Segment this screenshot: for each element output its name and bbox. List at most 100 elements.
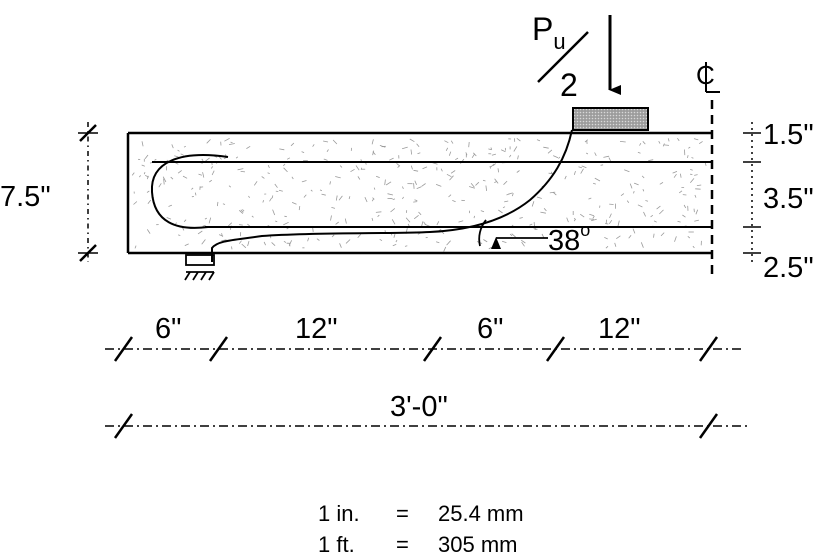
speckle-mark — [218, 234, 224, 237]
speckle-mark — [674, 236, 677, 242]
speckle-mark — [263, 241, 266, 246]
speckle-mark — [517, 155, 519, 160]
speckle-mark — [521, 241, 525, 247]
speckle-mark — [416, 143, 420, 148]
speckle-mark — [653, 220, 657, 223]
bottom-cover-label: 2.5" — [763, 252, 814, 284]
speckle-mark — [379, 145, 386, 148]
speckle-mark — [379, 238, 383, 242]
speckle-mark — [553, 240, 560, 242]
speckle-mark — [301, 180, 307, 183]
speckle-mark — [643, 211, 646, 217]
speckle-mark — [417, 152, 421, 155]
speckle-mark — [228, 143, 235, 145]
speckle-mark — [141, 164, 145, 167]
speckle-mark — [413, 169, 419, 172]
speckle-mark — [316, 238, 320, 241]
speckle-mark — [639, 142, 642, 146]
speckle-mark — [672, 171, 678, 174]
speckle-mark — [372, 150, 375, 156]
speckle-mark — [594, 177, 601, 182]
speckle-mark — [470, 182, 475, 188]
speckle-mark — [330, 215, 332, 221]
span-label-2: 12" — [295, 313, 338, 345]
speckle-mark — [208, 217, 212, 224]
speckle-mark — [240, 171, 246, 173]
speckle-mark — [339, 165, 343, 168]
speckle-mark — [594, 152, 597, 156]
speckle-mark — [284, 215, 287, 218]
speckle-mark — [339, 243, 342, 248]
speckle-mark — [272, 209, 276, 216]
speckle-mark — [180, 153, 184, 156]
speckle-mark — [413, 201, 418, 203]
speckle-mark — [202, 224, 206, 227]
speckle-mark — [637, 204, 643, 208]
speckle-mark — [141, 141, 144, 147]
speckle-mark — [404, 245, 408, 247]
speckle-mark — [619, 141, 626, 143]
speckle-mark — [298, 206, 301, 211]
speckle-mark — [371, 217, 374, 221]
bar-spacing-label: 3.5" — [763, 183, 814, 215]
speckle-mark — [204, 157, 210, 162]
speckle-mark — [312, 144, 315, 147]
span-label-3: 6" — [477, 313, 503, 345]
centerline: C — [696, 60, 720, 275]
speckle-mark — [519, 217, 523, 219]
speckle-mark — [392, 198, 396, 200]
speckle-mark — [608, 219, 613, 225]
hooked-rebar — [150, 154, 229, 229]
speckle-mark — [543, 208, 547, 212]
speckle-mark — [689, 178, 695, 183]
speckle-mark — [301, 151, 305, 153]
speckle-mark — [416, 186, 422, 189]
speckle-mark — [409, 138, 415, 143]
speckle-mark — [290, 142, 295, 147]
speckle-mark — [198, 173, 203, 176]
load-label: Pu — [532, 11, 566, 54]
speckle-mark — [144, 154, 149, 160]
conversion-value-ft: 305 mm — [438, 532, 517, 557]
speckle-mark — [312, 227, 314, 232]
speckle-mark — [616, 235, 621, 240]
speckle-mark — [390, 208, 396, 213]
speckle-mark — [134, 245, 137, 249]
speckle-mark — [445, 147, 449, 151]
speckle-mark — [402, 186, 404, 190]
speckle-mark — [332, 139, 338, 145]
span-dimension-line — [105, 336, 745, 362]
conversion-equals-ft: = — [396, 532, 409, 557]
speckle-mark — [500, 149, 506, 153]
speckle-mark — [392, 244, 397, 247]
angle-arc — [478, 219, 487, 247]
speckle-mark — [158, 183, 162, 188]
speckle-mark — [696, 184, 702, 186]
overall-dimension-line — [105, 413, 750, 439]
speckle-mark — [558, 156, 561, 159]
speckle-mark — [331, 234, 335, 238]
speckle-mark — [348, 196, 351, 200]
speckle-mark — [452, 200, 456, 203]
speckle-mark — [405, 217, 411, 223]
speckle-mark — [166, 217, 172, 220]
speckle-mark — [202, 172, 205, 178]
speckle-mark — [633, 182, 639, 186]
speckle-mark — [624, 169, 630, 173]
speckle-mark — [600, 164, 604, 166]
speckle-mark — [605, 246, 609, 249]
speckle-mark — [444, 140, 449, 144]
speckle-mark — [494, 181, 497, 184]
speckle-mark — [377, 214, 380, 217]
speckle-mark — [677, 137, 680, 142]
speckle-mark — [402, 196, 404, 200]
speckle-mark — [529, 223, 533, 226]
speckle-mark — [286, 157, 291, 160]
speckle-mark — [237, 168, 244, 171]
speckle-mark — [536, 196, 542, 199]
speckle-mark — [511, 193, 514, 197]
speckle-mark — [683, 204, 687, 209]
speckle-mark — [143, 171, 146, 175]
speckle-mark — [275, 220, 278, 223]
speckle-mark — [217, 201, 219, 207]
